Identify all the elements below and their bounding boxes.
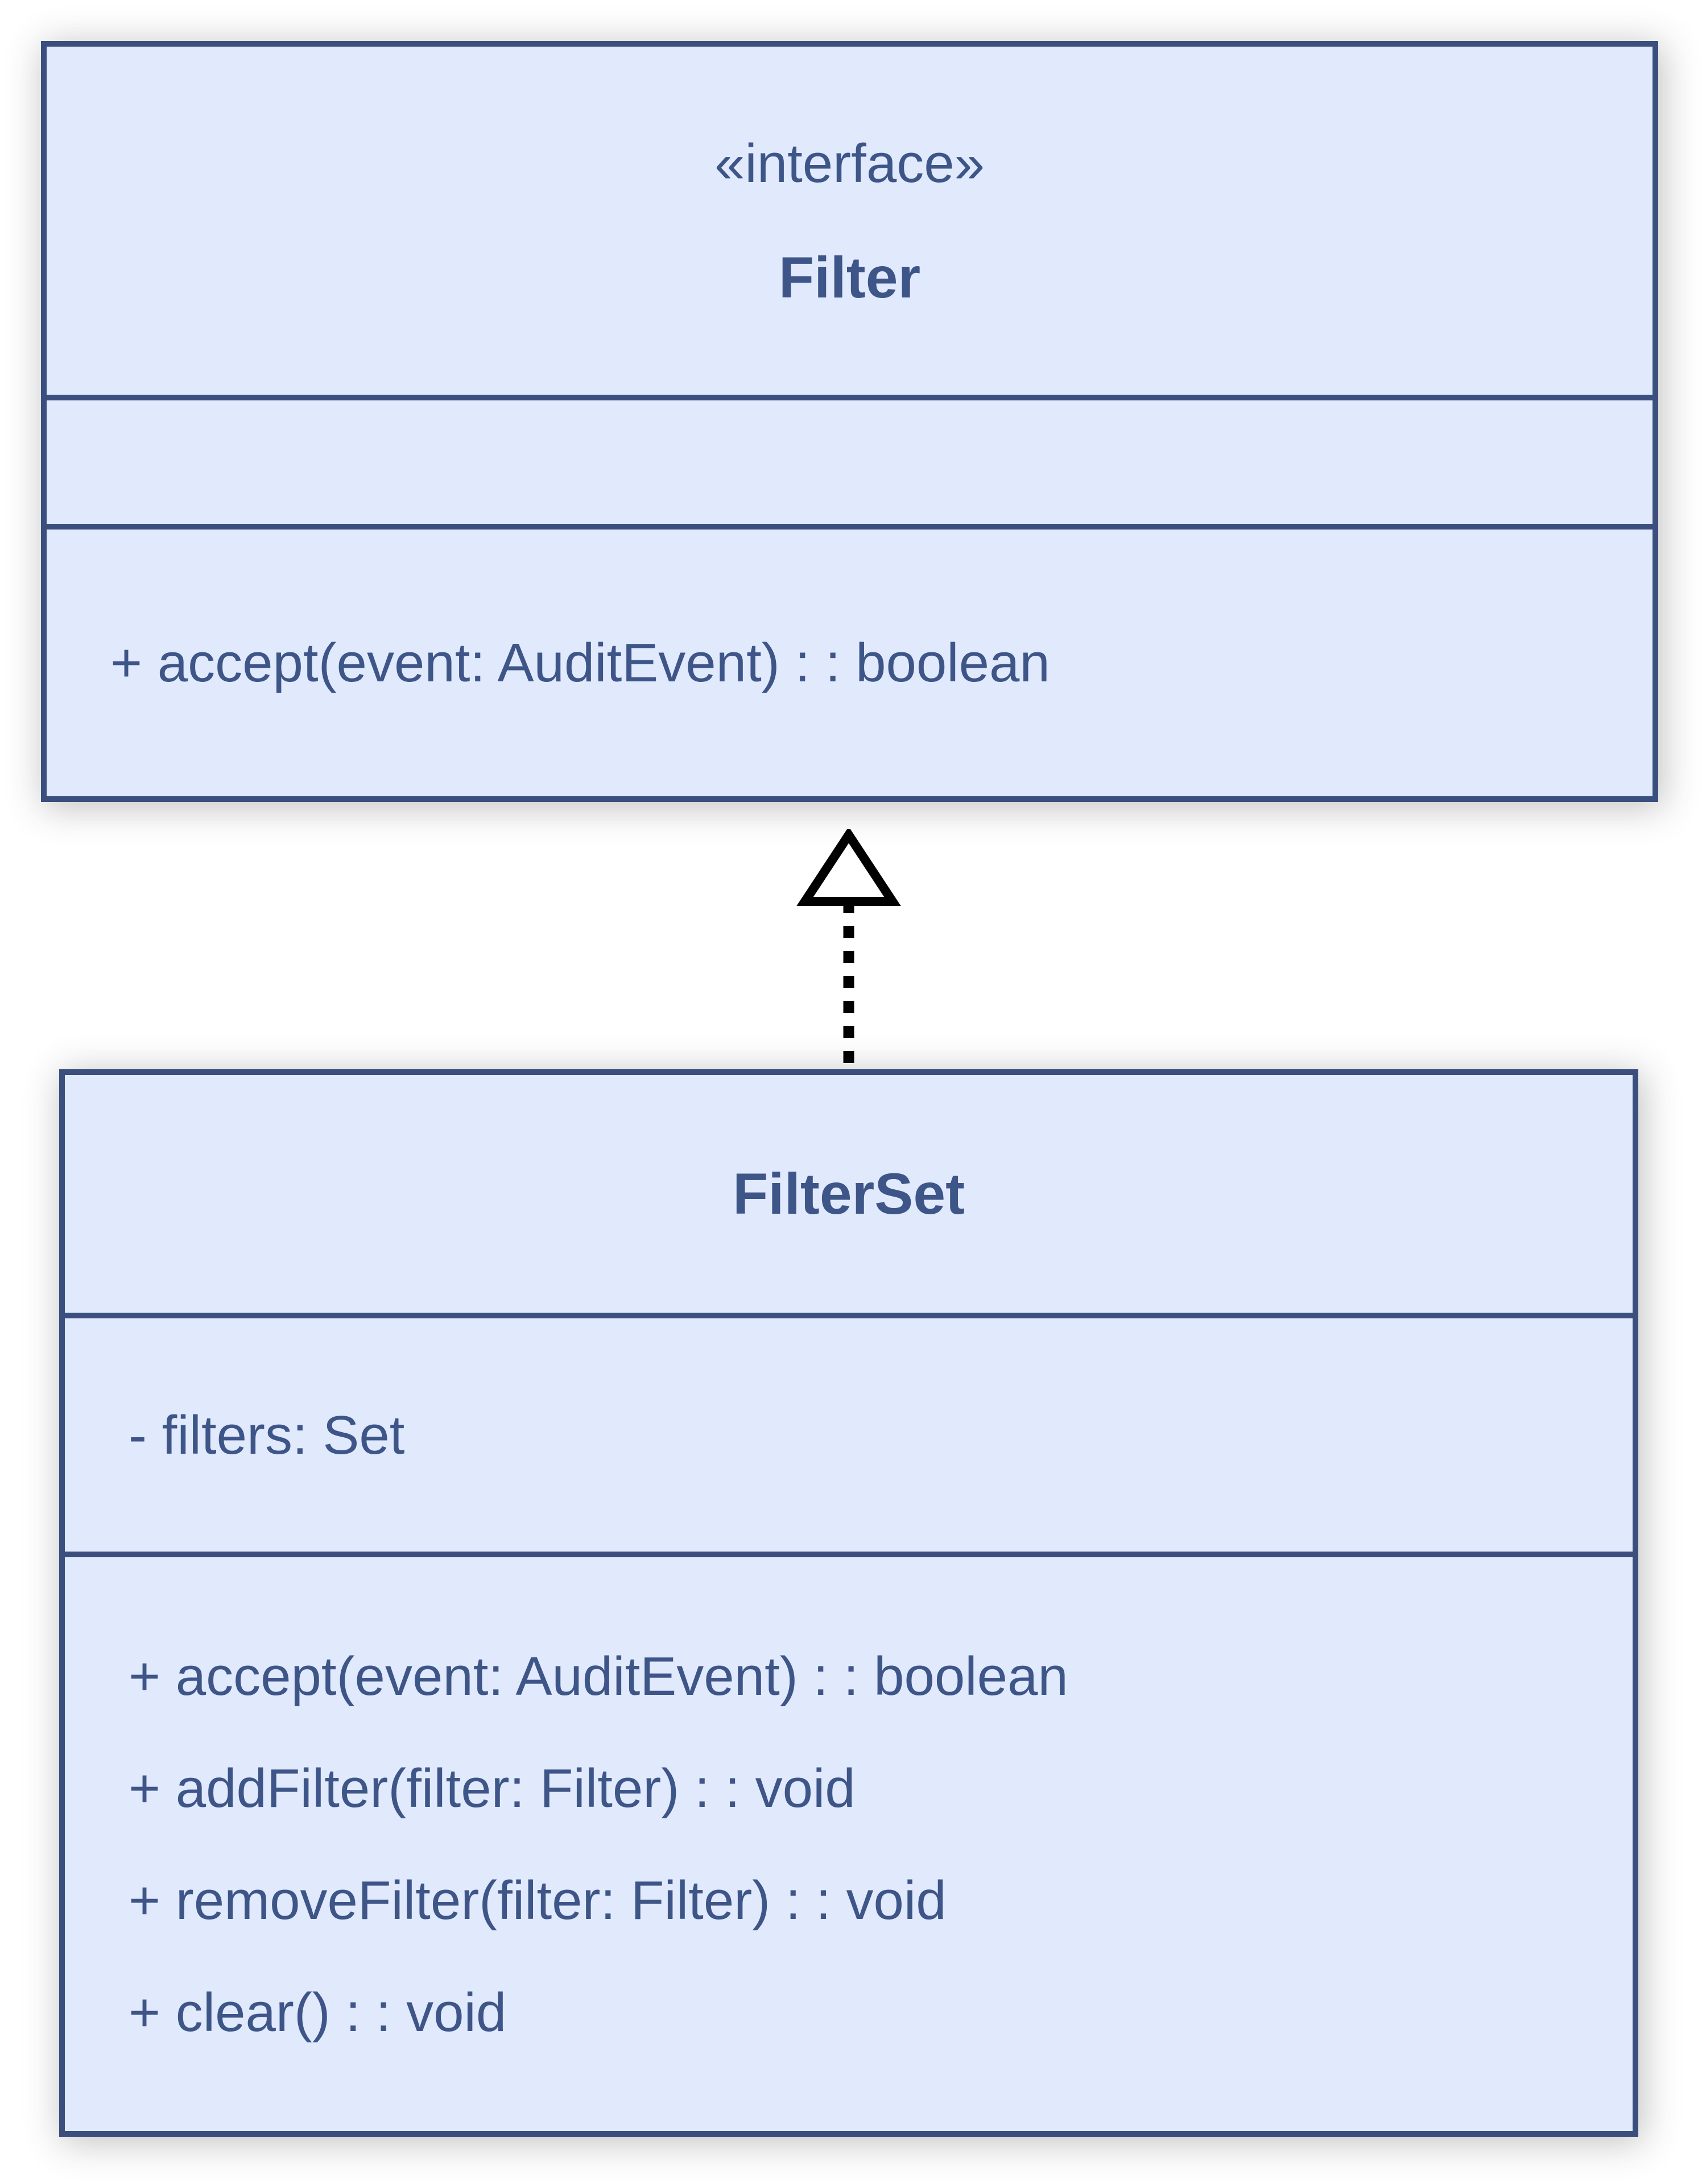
filterset-title-section: FilterSet: [65, 1075, 1633, 1313]
filterset-methods-section: + accept(event: AuditEvent) : : boolean …: [65, 1557, 1633, 2131]
method-item: + accept(event: AuditEvent) : : boolean: [129, 1645, 1068, 1707]
filterset-class-name: FilterSet: [732, 1161, 965, 1226]
filterset-attributes-section: - filters: Set: [65, 1313, 1633, 1557]
realization-arrow-icon: [796, 829, 901, 1068]
method-item: + accept(event: AuditEvent) : : boolean: [110, 632, 1050, 693]
filter-methods-section: + accept(event: AuditEvent) : : boolean: [47, 530, 1653, 796]
uml-class-filterset: FilterSet - filters: Set + accept(event:…: [59, 1069, 1638, 2137]
stereotype-label: «interface»: [714, 133, 985, 194]
filter-attributes-section: [47, 395, 1653, 530]
method-item: + clear() : : void: [129, 1982, 507, 2043]
method-item: + removeFilter(filter: Filter) : : void: [129, 1869, 947, 1931]
filter-class-name: Filter: [778, 245, 921, 310]
uml-class-filter: «interface» Filter + accept(event: Audit…: [41, 41, 1658, 802]
filter-title-section: «interface» Filter: [47, 47, 1653, 395]
hollow-triangle-arrowhead: [796, 829, 901, 906]
method-item: + addFilter(filter: Filter) : : void: [129, 1757, 856, 1819]
attribute-item: - filters: Set: [129, 1404, 405, 1466]
